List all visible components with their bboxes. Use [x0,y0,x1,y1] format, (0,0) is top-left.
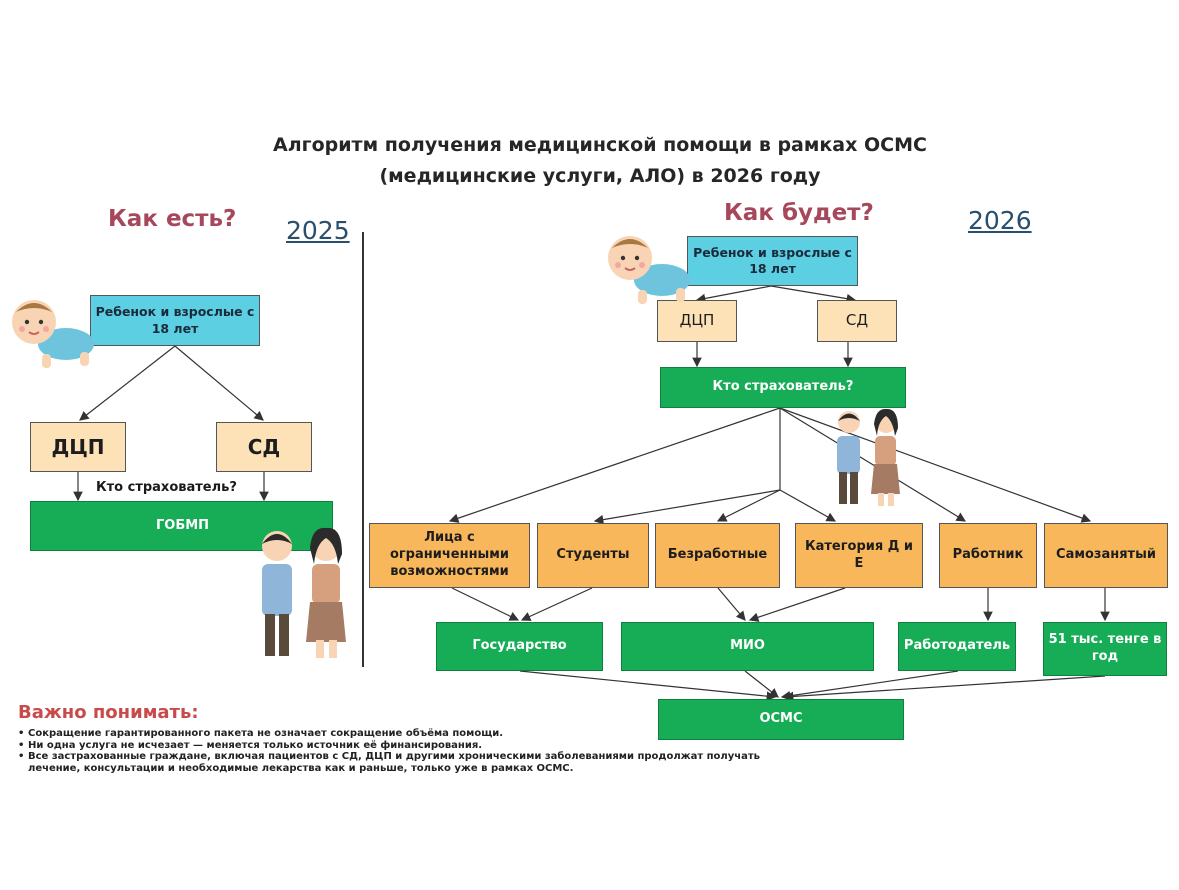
right-sd-box: СД [817,300,897,342]
title-line-1: Алгоритм получения медицинской помощи в … [273,134,927,156]
line-unemployed-mio [717,587,746,621]
left-sd-box: СД [216,422,312,472]
note-item: Ни одна услуга не исчезает — меняется то… [18,740,778,752]
line-insurer-disabled [448,407,781,523]
right-dcp-box: ДЦП [657,300,737,342]
category-selfemployed-box: Самозанятый [1044,523,1168,588]
right-patients-box: Ребенок и взрослые с 18 лет [687,236,858,286]
payer-selfpay-box: 51 тыс. тенге в год [1043,622,1167,676]
line-mio-osms [744,670,779,698]
line-employer-osms [780,670,959,701]
title-line-2: (медицинские услуги, АЛО) в 2026 году [379,165,821,187]
left-dcp-box: ДЦП [30,422,126,472]
diagram-title: Алгоритм получения медицинской помощи в … [200,130,1000,192]
line-category-mio [748,587,846,622]
line-hub-students [593,489,781,525]
category-disabled-box: Лица с ограниченными возможностями [369,523,530,588]
category-de-box: Категория Д и Е [795,523,923,588]
line-disabled-state [451,587,520,621]
left-year: 2025 [286,216,350,245]
category-workers-box: Работник [939,523,1037,588]
right-insurer-box: Кто страхователь? [660,367,906,408]
line-selfpay-osms [783,675,1106,702]
category-unemployed-box: Безработные [655,523,780,588]
note-item: Все застрахованные граждане, включая пац… [18,751,778,774]
notes-list: Сокращение гарантированного пакета не оз… [18,728,778,774]
line-state-osms [519,670,777,701]
couple-illustration-left [262,527,346,658]
baby-illustration-left [12,300,94,368]
line-left-patients-dcp [79,345,176,421]
line-right-patients-sd [770,285,857,304]
category-students-box: Студенты [537,523,649,588]
line-students-state [520,587,593,621]
couple-illustration-right [837,408,900,506]
baby-illustration-right [608,236,690,304]
payer-mio-box: МИО [621,622,874,671]
left-heading: Как есть? [108,206,237,232]
notes-title: Важно понимать: [18,702,199,723]
section-divider [362,232,364,667]
line-hub-category [779,489,837,522]
line-insurer-selfemployed [779,407,1092,523]
payer-state-box: Государство [436,622,603,671]
line-insurer-workers [779,407,967,522]
line-hub-unemployed [716,489,781,522]
right-heading: Как будет? [724,200,874,226]
note-item: Сокращение гарантированного пакета не оз… [18,728,778,740]
left-insurer-label: Кто страхователь? [96,480,237,495]
payer-employer-box: Работодатель [898,622,1016,671]
left-patients-box: Ребенок и взрослые с 18 лет [90,295,260,346]
line-left-patients-sd [174,345,264,421]
right-year: 2026 [968,206,1032,235]
line-right-patients-dcp [695,285,772,304]
